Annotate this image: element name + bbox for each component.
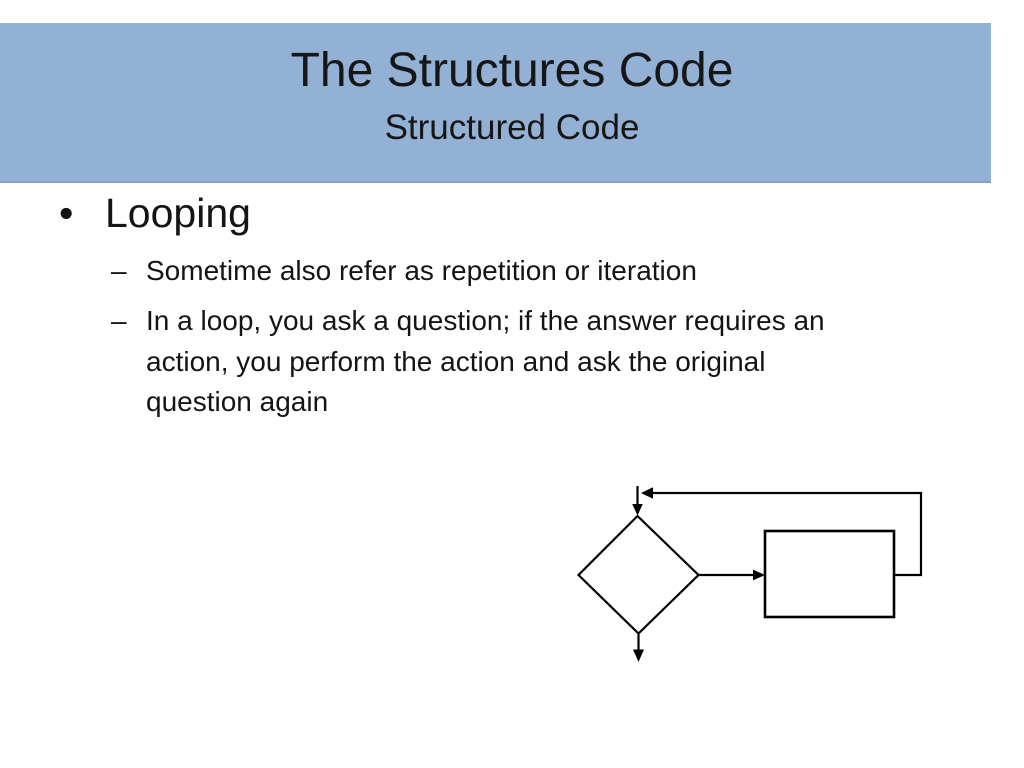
entry-arrow: [632, 486, 643, 516]
exit-arrow: [633, 633, 644, 662]
loop-back-arrow: [641, 487, 923, 577]
process-rectangle: [763, 529, 896, 619]
slide-title: The Structures Code: [290, 44, 734, 97]
dash-marker: –: [111, 305, 127, 336]
loop-flowchart-svg: [576, 486, 923, 662]
dash-marker: –: [111, 255, 127, 286]
bullet-dot-icon: •: [59, 190, 74, 236]
sub-bullet-text: Sometime also refer as repetition or ite…: [146, 255, 697, 286]
slide-subtitle: Structured Code: [384, 108, 640, 147]
decision-diamond: [576, 514, 701, 636]
loop-flowchart: [560, 460, 960, 680]
sub-bullet-text: In a loop, you ask a question; if the an…: [146, 305, 825, 417]
header-band: [0, 23, 991, 183]
decision-to-process-arrow: [698, 569, 765, 581]
bullet-item-looping: Looping: [105, 190, 251, 236]
